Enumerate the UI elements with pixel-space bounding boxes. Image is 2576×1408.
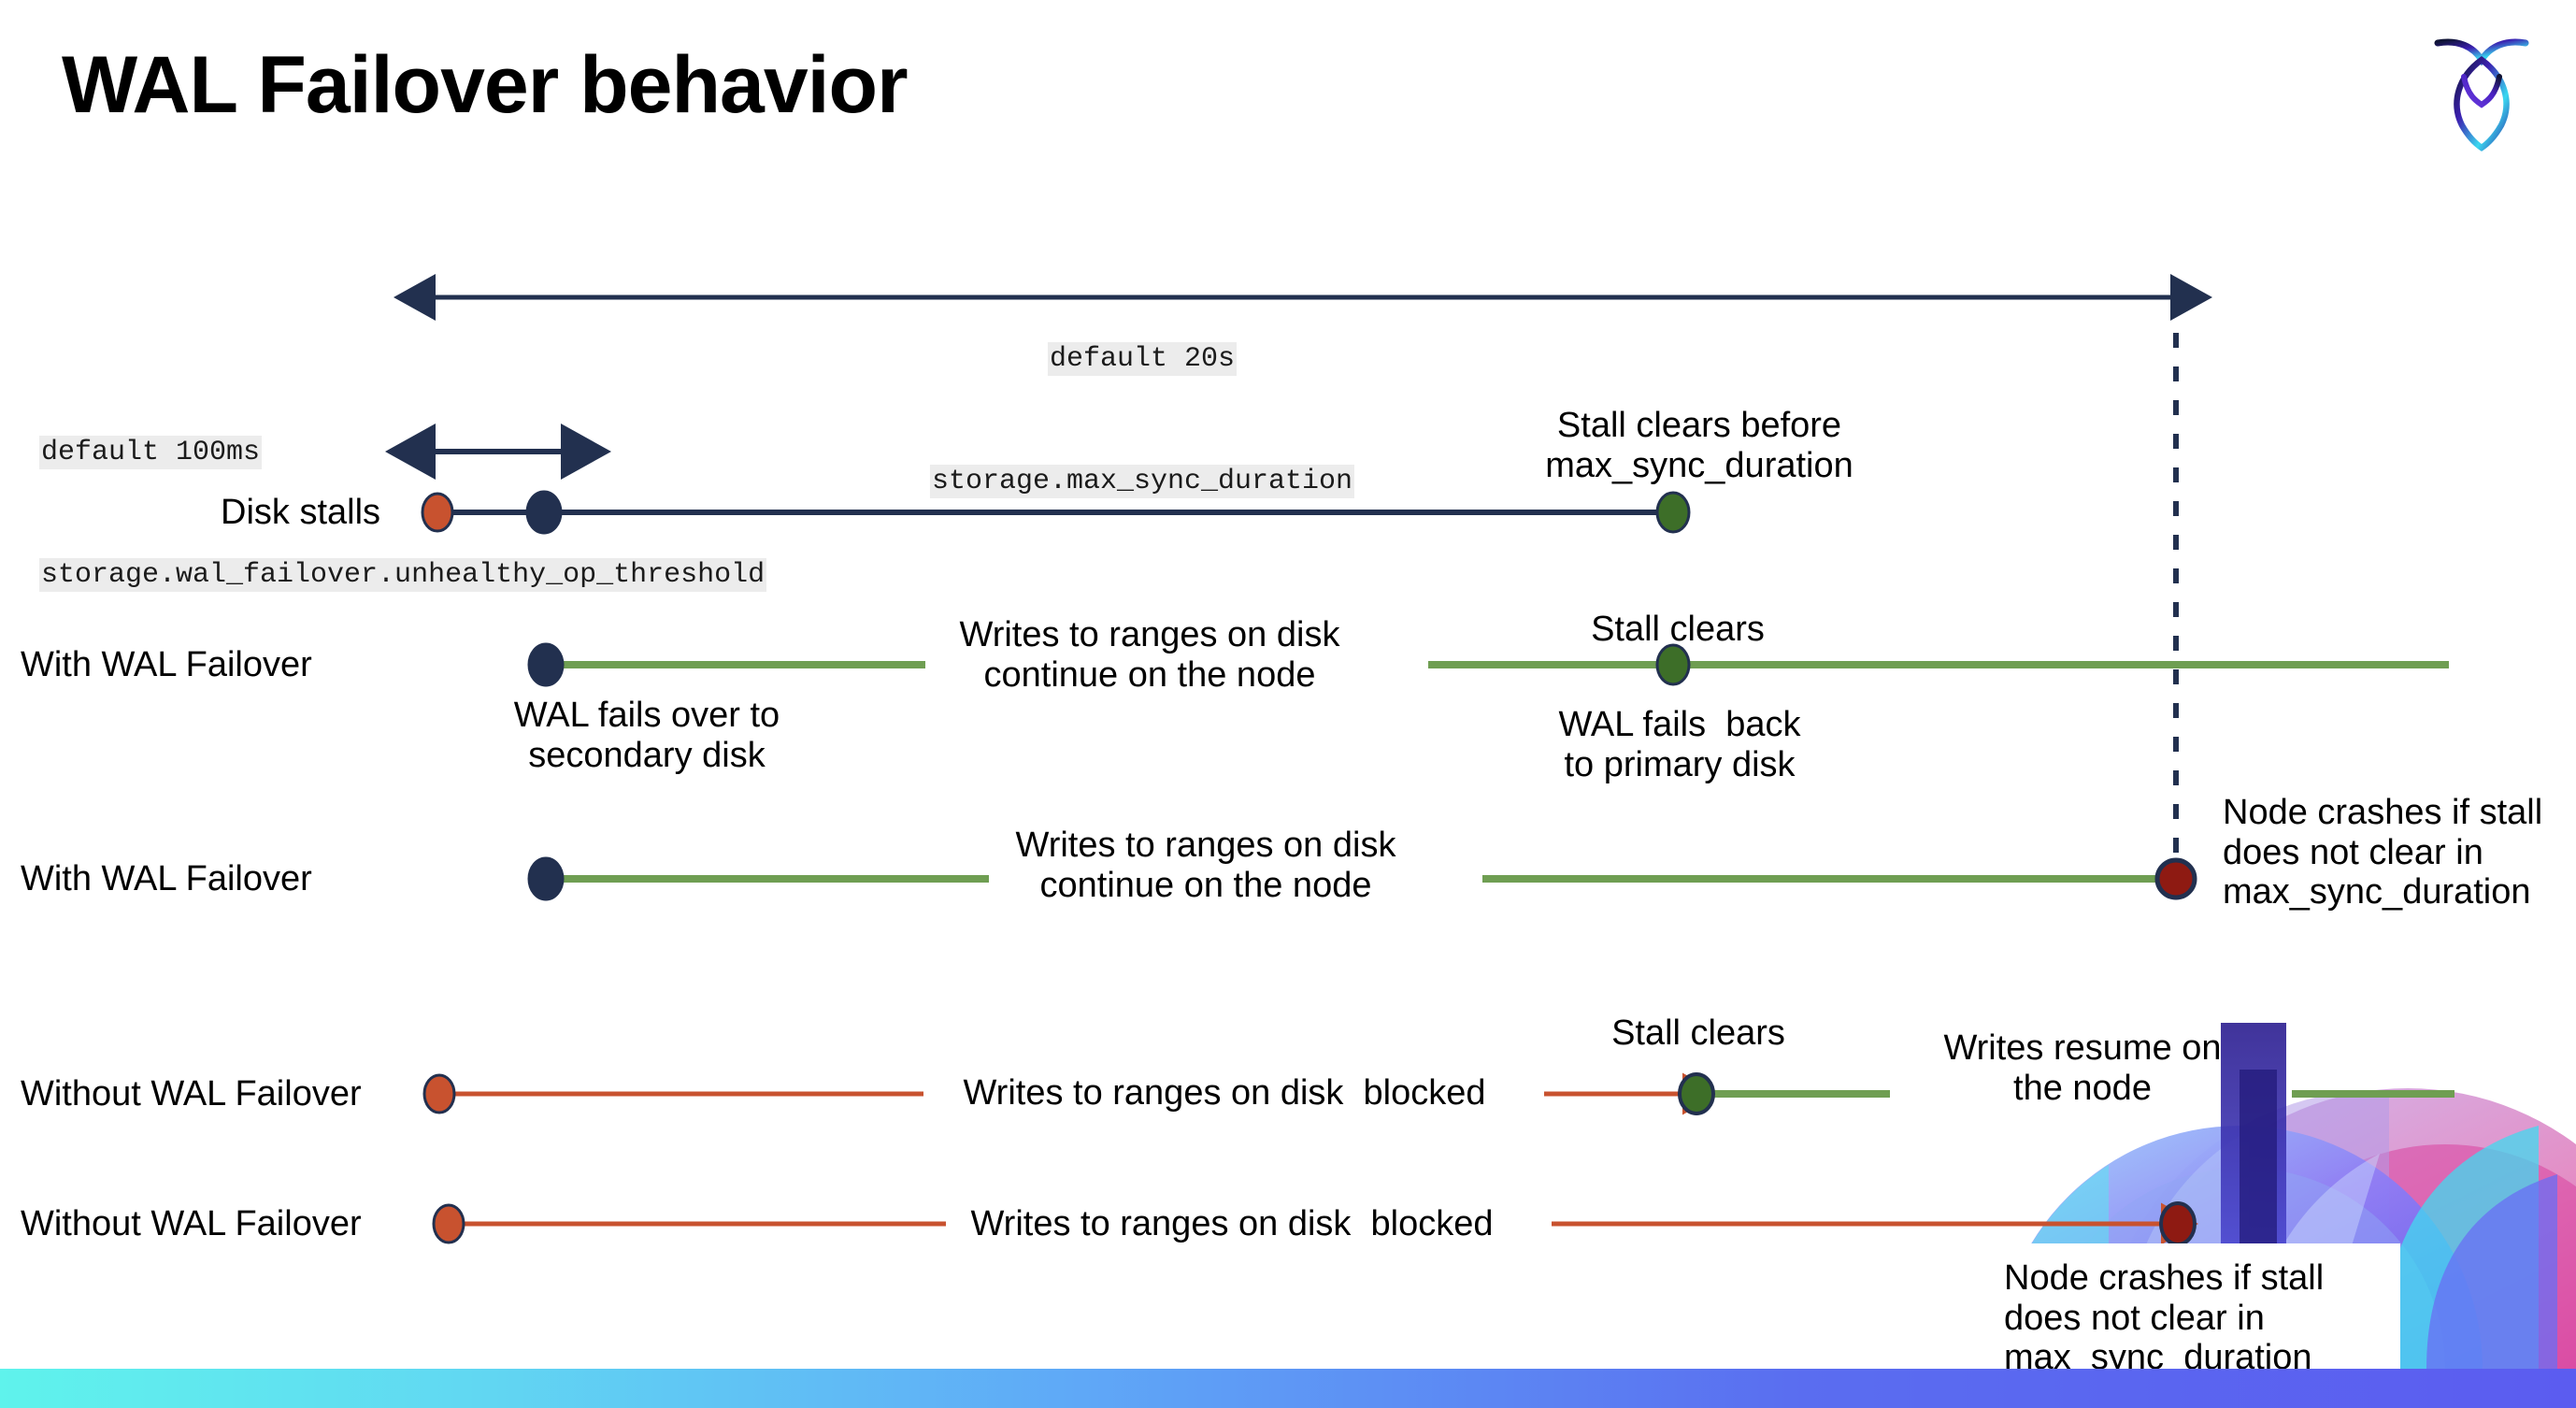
- node-crash-dot: [2154, 857, 2197, 900]
- stall-start-dot: [421, 492, 454, 533]
- row-with-wal-failover-1-track: [527, 642, 2449, 687]
- annotation-stall-clears-1: Stall clears: [1591, 610, 1765, 649]
- cockroachdb-logo-icon: [2430, 22, 2533, 153]
- failover-dot: [527, 642, 565, 687]
- annotation-writes-resume: Writes resume on the node: [1943, 1028, 2222, 1108]
- stall-clear-dot: [1655, 491, 1691, 534]
- annotation-writes-blocked-2: Writes to ranges on disk blocked: [970, 1204, 1494, 1243]
- annotation-node-crashes-1: Node crashes if stall does not clear in …: [2223, 793, 2543, 912]
- annotation-wal-fails-back: WAL fails back to primary disk: [1558, 705, 1801, 784]
- unhealthy-op-threshold-name: storage.wal_failover.unhealthy_op_thresh…: [39, 557, 767, 592]
- row-label-with-wal-failover-1: With WAL Failover: [21, 645, 312, 684]
- unhealthy-op-threshold-default: default 100ms: [39, 436, 263, 469]
- page-title: WAL Failover behavior: [62, 40, 909, 130]
- annotation-writes-continue-1: Writes to ranges on disk continue on the…: [959, 615, 1340, 695]
- row-without-wal-failover-2-track: [432, 1201, 2198, 1246]
- failover-dot: [525, 490, 563, 535]
- row-without-wal-failover-1-track: [422, 1072, 2454, 1115]
- annotation-wal-fails-over: WAL fails over to secondary disk: [513, 696, 780, 775]
- node-crash-dot: [2159, 1201, 2197, 1246]
- stall-clear-dot: [1655, 643, 1691, 686]
- stall-start-dot: [422, 1073, 456, 1114]
- row-label-without-wal-failover-2: Without WAL Failover: [21, 1204, 362, 1243]
- max-sync-duration-name: storage.max_sync_duration: [929, 464, 1355, 498]
- row-label-without-wal-failover-1: Without WAL Failover: [21, 1074, 362, 1113]
- annotation-writes-continue-2: Writes to ranges on disk continue on the…: [1015, 826, 1396, 905]
- max-sync-duration-setting-label: default 20s storage.max_sync_duration: [929, 258, 1355, 543]
- row-label-disk-stalls: Disk stalls: [221, 493, 381, 532]
- annotation-writes-blocked-1: Writes to ranges on disk blocked: [963, 1073, 1486, 1113]
- stall-clear-dot: [1678, 1072, 1715, 1115]
- row-with-wal-failover-2-track: [527, 856, 2197, 901]
- unhealthy-op-threshold-setting-label: default 100ms storage.wal_failover.unhea…: [39, 352, 767, 637]
- annotation-node-crashes-2: Node crashes if stall does not clear in …: [2004, 1258, 2325, 1378]
- bottom-accent-bar: [0, 1369, 2576, 1408]
- annotation-stall-clears-2: Stall clears: [1611, 1013, 1785, 1053]
- max-sync-duration-default: default 20s: [1047, 342, 1238, 376]
- row-label-with-wal-failover-2: With WAL Failover: [21, 859, 312, 898]
- row-disk-stalls-track: [421, 490, 1691, 535]
- annotation-stall-clears-before: Stall clears before max_sync_duration: [1545, 406, 1853, 485]
- stall-start-dot: [432, 1203, 465, 1244]
- failover-dot: [527, 856, 565, 901]
